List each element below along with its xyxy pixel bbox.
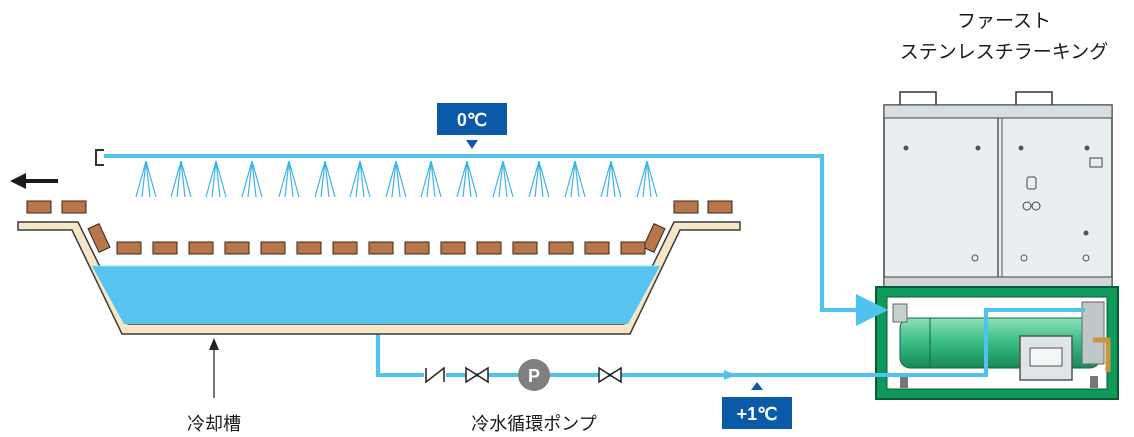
supply-temp-badge: 0℃ [437,103,507,149]
pump-icon: P [518,359,550,391]
gate-valve-icon-1 [465,366,489,384]
pump-symbol: P [528,366,540,386]
tank-pointer [209,338,219,398]
return-temp-badge: +1℃ [722,382,792,429]
return-pipe [376,308,1085,377]
pump-label: 冷水循環ポンプ [471,414,596,435]
supply-temp-text: 0℃ [457,110,487,130]
return-flow-arrow [724,370,736,380]
chiller-title-line2: ステンレスチラーキング [900,41,1108,63]
product-blocks [26,200,733,255]
check-valve-icon [424,366,446,384]
chiller-title-line1: ファースト [957,10,1051,32]
gate-valve-icon-2 [598,366,622,384]
outflow-arrow-icon [10,173,58,189]
supply-pipe [104,154,888,326]
spray-nozzles [135,160,658,198]
cooling-tank [17,221,741,335]
chiller-unit [875,91,1119,400]
tank-label: 冷却槽 [187,414,241,435]
header-end-cap [95,149,104,166]
return-temp-text: +1℃ [737,404,778,424]
